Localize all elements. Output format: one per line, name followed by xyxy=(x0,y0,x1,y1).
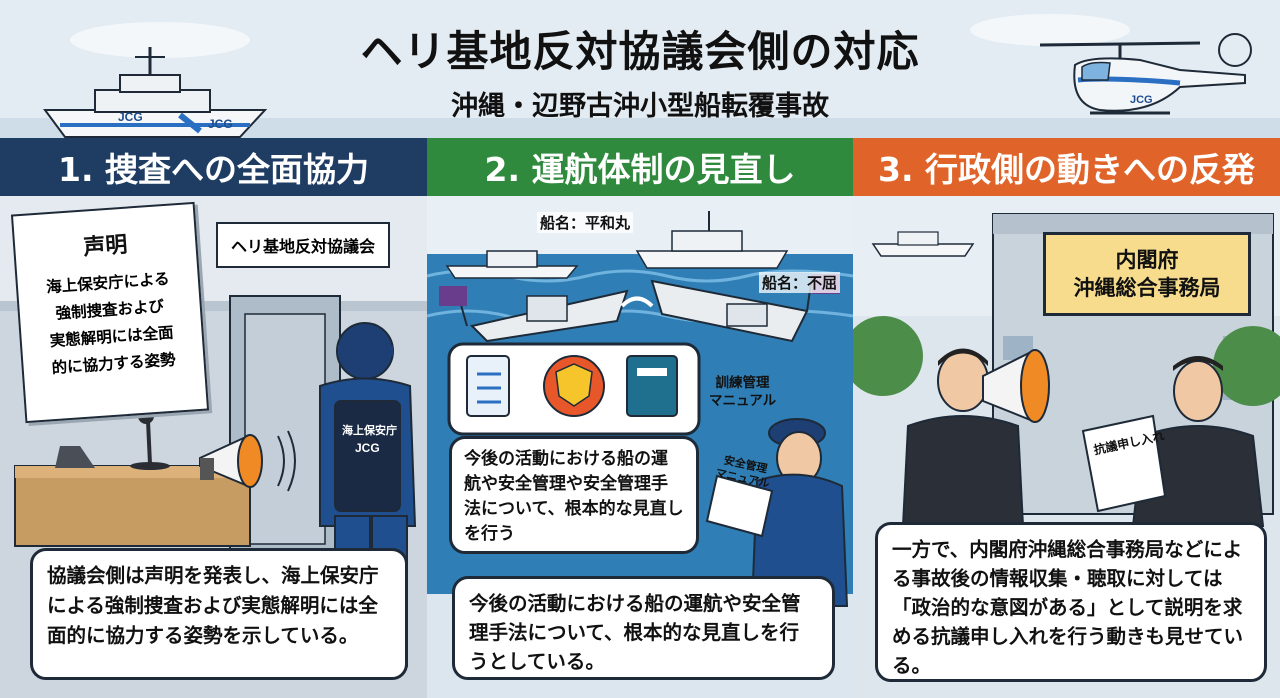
review-plan-text: 今後の活動における船の運航や安全管理や安全管理手法について、根本的な見直しを行う xyxy=(449,436,699,554)
section-2-caption: 今後の活動における船の運航や安全管理手法について、根本的な見直しを行うとしている… xyxy=(452,576,835,680)
section-3-caption: 一方で、内閣府沖縄総合事務局などによる事故後の情報収集・聴取に対しては「政治的な… xyxy=(875,522,1267,682)
helicopter-illustration: JCG xyxy=(1039,33,1252,115)
cabinet-office-sign: 内閣府 沖縄総合事務局 xyxy=(1043,232,1251,316)
cabinet-office-sign-line-2: 沖縄総合事務局 xyxy=(1073,276,1221,300)
panel-government-response: 内閣府 沖縄総合事務局 抗議申し入れ 一方で、内閣府沖縄総合事務局などによる事故… xyxy=(853,196,1280,698)
statement-paper: 声明 海上保安庁による 強制捜査および 実態解明には全面 的に協力する姿勢 xyxy=(10,201,210,424)
statement-title: 声明 xyxy=(82,232,129,261)
vest-label-2: JCG xyxy=(355,441,380,455)
ship-name-fukutsu: 船名：不屈 xyxy=(759,272,841,293)
ship-hull-label-2: JCG xyxy=(208,117,233,131)
section-2-heading: 2. 運航体制の見直し xyxy=(427,138,853,196)
coast-guard-ship-illustration: JCG JCG xyxy=(43,47,268,138)
section-1-caption: 協議会側は声明を発表し、海上保安庁による強制捜査および実態解明には全面的に協力す… xyxy=(30,548,408,680)
training-manual-label-line-2: マニュアル xyxy=(709,393,777,409)
training-manual-label: 訓練管理 マニュアル xyxy=(709,374,776,410)
section-3-heading: 3. 行政側の動きへの反発 xyxy=(853,138,1280,196)
panel-investigation: 海上保安庁 JCG 声明 海上保安庁による 強制捜査および 実態解明には全面 的… xyxy=(0,196,427,698)
organization-sign: ヘリ基地反対協議会 xyxy=(216,222,390,268)
training-manual-label-line-1: 訓練管理 xyxy=(715,375,770,391)
section-1-heading: 1. 捜査への全面協力 xyxy=(0,138,427,196)
helicopter-label: JCG xyxy=(1130,94,1153,106)
cabinet-office-sign-line-1: 内閣府 xyxy=(1115,248,1179,272)
page-subtitle: 沖縄・辺野古沖小型船転覆事故 xyxy=(451,91,829,122)
ship-hull-label: JCG xyxy=(118,110,143,124)
page-title: ヘリ基地反対協議会側の対応 xyxy=(360,27,920,76)
ship-name-heiwamaru: 船名：平和丸 xyxy=(537,212,634,233)
vest-label: 海上保安庁 xyxy=(342,423,397,437)
panel-operations: 船名：平和丸 船名：不屈 訓練管理 マニュアル 安全管理 マニュアル 今後の活動… xyxy=(427,196,853,698)
